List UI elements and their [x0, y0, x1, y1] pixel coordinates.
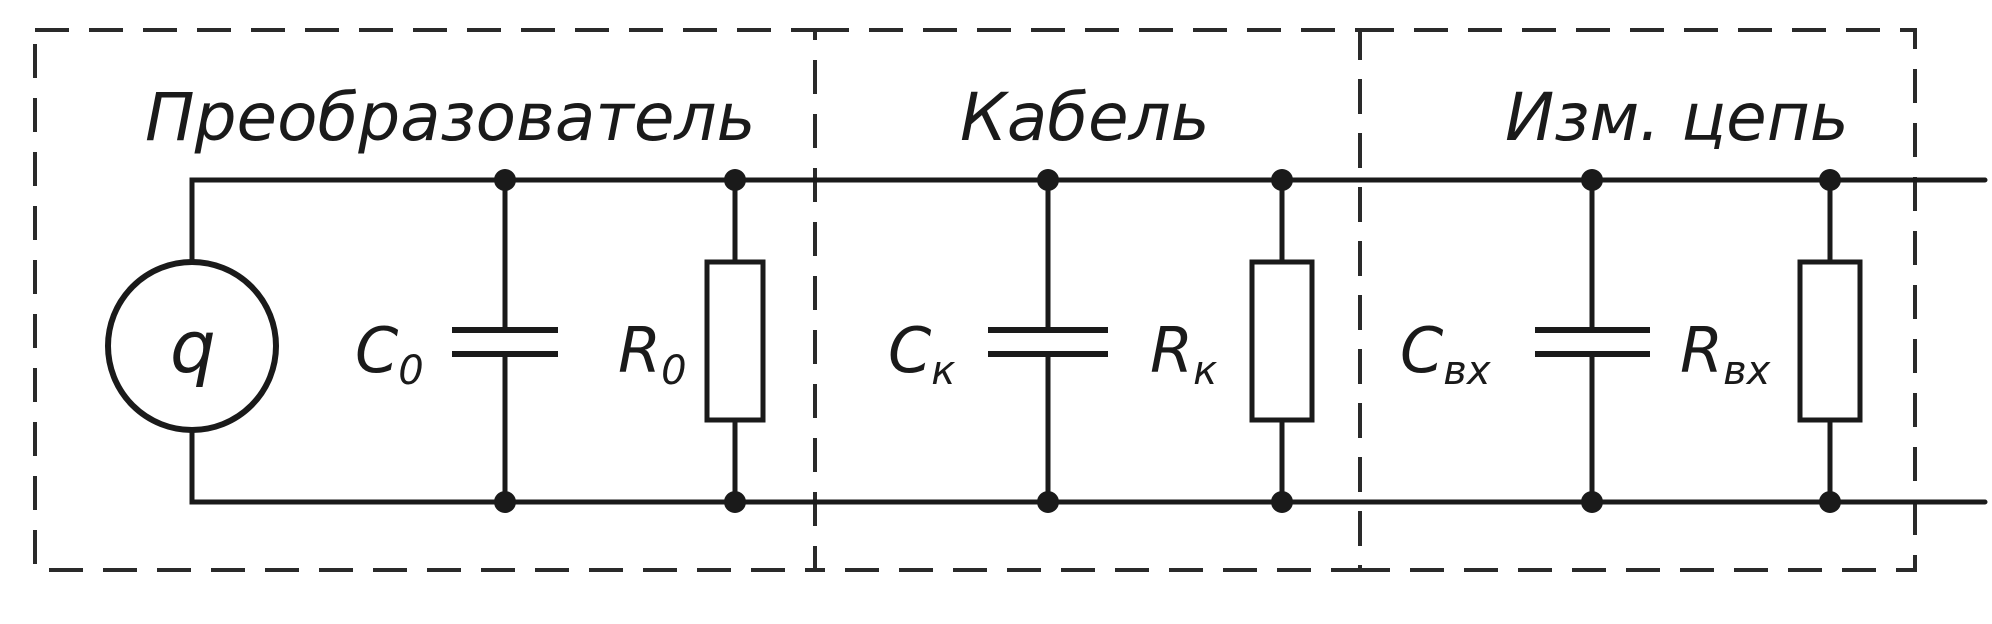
resistor-rvx: [1797, 259, 1863, 423]
label-r0-subscript: 0: [661, 348, 686, 394]
label-cvx-subscript: вх: [1443, 348, 1491, 394]
bottom-rail: [189, 427, 1988, 505]
top-rail: [189, 177, 1988, 265]
label-r0-symbol: R: [618, 314, 661, 387]
label-rk: Rк: [1150, 314, 1217, 394]
label-rvx-symbol: R: [1680, 314, 1723, 387]
junction-node: [1581, 491, 1603, 513]
junction-nodes: [494, 169, 1841, 513]
capacitor-c0: [452, 327, 558, 357]
junction-node: [724, 169, 746, 191]
label-rvx: Rвх: [1680, 314, 1771, 394]
label-r0: R0: [618, 314, 687, 394]
section-box-measuring-circuit: [1358, 28, 1917, 572]
wires: [189, 177, 1988, 505]
resistor-rk: [1249, 259, 1315, 423]
section-borders: [33, 28, 1917, 572]
label-rvx-subscript: вх: [1723, 348, 1771, 394]
charge-source: q: [105, 259, 279, 433]
junction-node: [1271, 169, 1293, 191]
junction-node: [494, 169, 516, 191]
junction-node: [1271, 491, 1293, 513]
source-circle: [105, 259, 279, 433]
section-title-cable: Кабель: [960, 79, 1210, 156]
label-c0-symbol: C: [355, 314, 399, 387]
label-c0-subscript: 0: [398, 348, 423, 394]
label-c0: C0: [355, 314, 424, 394]
junction-node: [724, 491, 746, 513]
source-label: q: [170, 305, 216, 389]
junction-node: [1037, 491, 1059, 513]
label-cvx-symbol: C: [1400, 314, 1444, 387]
label-ck: Cк: [888, 314, 955, 394]
junction-node: [1819, 169, 1841, 191]
junction-node: [1819, 491, 1841, 513]
junction-node: [1037, 169, 1059, 191]
resistor-r0: [704, 259, 766, 423]
label-cvx: Cвх: [1400, 314, 1491, 394]
section-title-measuring-circuit: Изм. цепь: [1505, 79, 1849, 156]
capacitor-cvx: [1535, 327, 1650, 357]
label-ck-subscript: к: [931, 348, 955, 394]
section-title-transducer: Преобразователь: [145, 79, 756, 156]
junction-node: [1581, 169, 1603, 191]
label-ck-symbol: C: [888, 314, 932, 387]
capacitor-ck: [988, 327, 1108, 357]
label-rk-subscript: к: [1193, 348, 1217, 394]
label-rk-symbol: R: [1150, 314, 1193, 387]
junction-node: [494, 491, 516, 513]
